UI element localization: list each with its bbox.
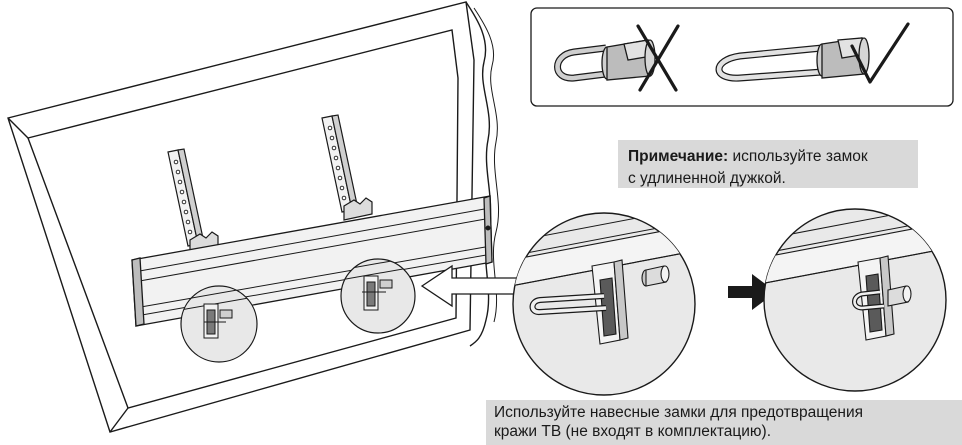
caption-line1: Используйте навесные замки для предотвра… xyxy=(494,404,864,421)
short-shackle-lock xyxy=(554,39,656,82)
zoom-before xyxy=(512,212,696,396)
note-label: Примечание: xyxy=(628,148,729,165)
caption-line2: кражи ТВ (не входят в комплектацию). xyxy=(494,423,772,440)
lock-comparison-panel xyxy=(530,7,954,107)
note-line1: используйте замок xyxy=(728,148,868,165)
zoom-after xyxy=(763,208,947,392)
small-zoom-left xyxy=(180,285,258,363)
note-box: Примечание: используйте замок с удлиненн… xyxy=(618,140,918,188)
arm-holes xyxy=(173,125,347,235)
caption-box: Используйте навесные замки для предотвра… xyxy=(486,400,962,445)
mounting-arms xyxy=(167,114,359,247)
cross-mark-icon xyxy=(636,24,680,92)
check-mark-icon xyxy=(850,22,910,84)
small-zoom-right xyxy=(340,258,416,334)
note-line2: с удлиненной дужкой. xyxy=(628,170,786,187)
